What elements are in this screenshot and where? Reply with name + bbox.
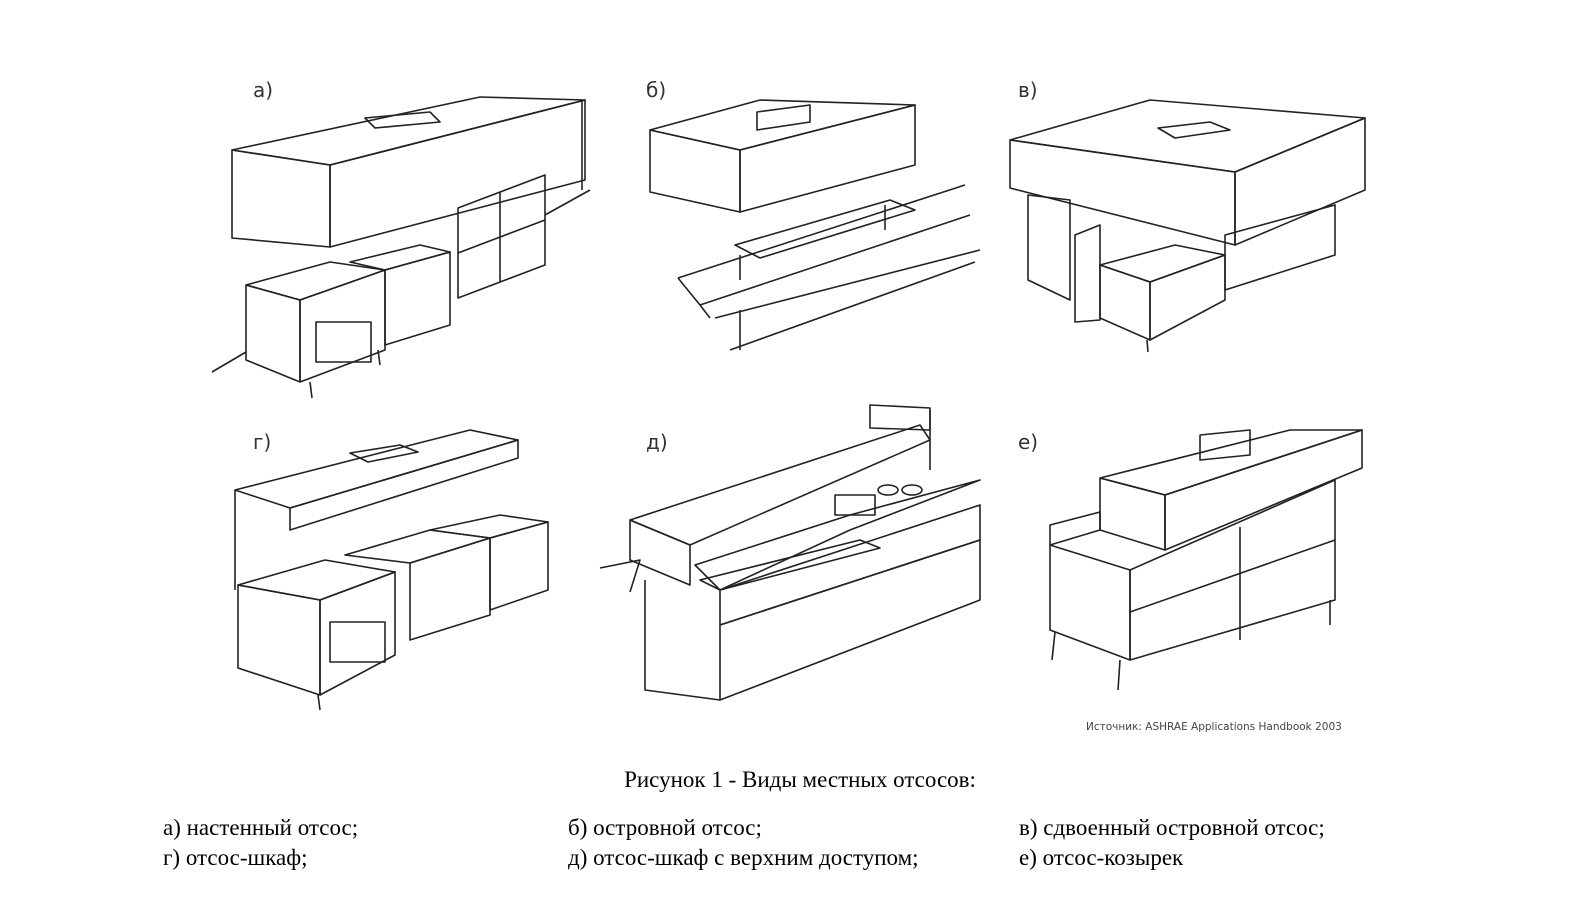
illustration-island-hood: [649, 99, 981, 351]
legend-item-b: б) островной отсос;: [568, 815, 762, 840]
legend-item-e: е) отсос-козырек: [1019, 845, 1184, 870]
legend-item-d: д) отсос-шкаф с верхним доступом;: [568, 845, 919, 870]
illustration-double-island-hood: [1009, 99, 1366, 353]
illustration-top-access-hood: [599, 404, 981, 701]
legend-item-a: а) настенный отсос;: [163, 815, 359, 840]
panel-label-b: б): [646, 78, 667, 102]
illustration-canopy-hood: [1049, 429, 1363, 691]
legend-item-v: в) сдвоенный островной отсос;: [1019, 815, 1325, 840]
legend-item-g: г) отсос-шкаф;: [163, 845, 308, 870]
illustration-cabinet-hood: [234, 429, 549, 711]
panel-label-e: е): [1018, 430, 1039, 454]
panel-label-v: в): [1018, 78, 1038, 102]
panel-label-d: д): [646, 430, 668, 454]
illustration-wall-hood: [211, 96, 591, 399]
panel-label-a: а): [253, 78, 274, 102]
figure-caption: Рисунок 1 - Виды местных отсосов:: [624, 767, 976, 792]
panel-label-g: г): [253, 430, 272, 454]
figure-source: Источник: ASHRAE Applications Handbook 2…: [1086, 721, 1342, 733]
